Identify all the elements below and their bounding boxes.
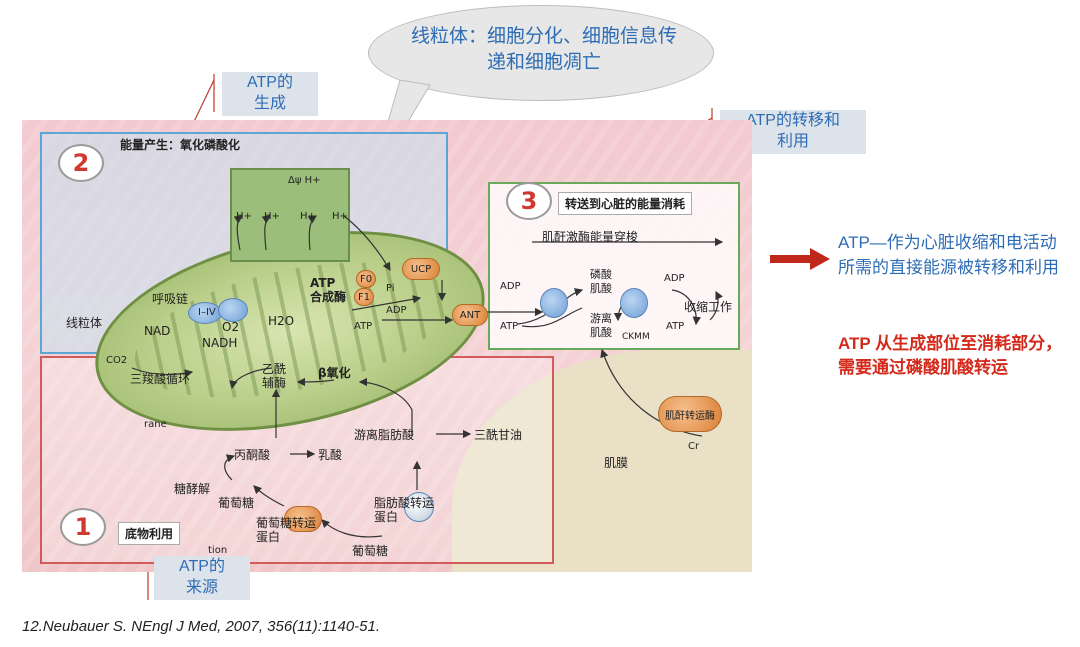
label-lactate: 乳酸: [318, 448, 343, 462]
label-glycolysis: 糖酵解: [174, 482, 211, 496]
label-ck-mm: CKMM: [622, 332, 650, 342]
label-contraction: 收缩工作: [684, 300, 733, 314]
label-pi: Pi: [386, 283, 395, 294]
glucose-transporter-protein: [284, 506, 322, 532]
label-mitochondrion: 线粒体: [66, 316, 103, 330]
label-fo: F0: [359, 273, 373, 285]
panel3-number: 3: [506, 182, 552, 220]
creatine-transporter-protein: 肌酐转运酶: [658, 396, 722, 432]
label-tca: 三羧酸循环: [130, 372, 191, 386]
note-creatine-transport: ATP 从生成部位至消耗部分，需要通过磷酸肌酸转运: [838, 334, 1063, 377]
label-glucose: 葡萄糖: [218, 496, 255, 510]
callout-atp-generation: ATP的 生成: [222, 72, 318, 116]
label-atp-synthase: ATP 合成酶: [310, 276, 347, 304]
pathway-arrows: [131, 215, 724, 538]
ck-enzyme-left: [540, 288, 568, 318]
label-free-fatty-acid: 游离脂肪酸: [354, 428, 415, 442]
label-adp-mito: ADP: [386, 305, 407, 316]
label-complex: I–IV: [198, 307, 216, 318]
callout-atp-source: ATP的 来源: [154, 556, 250, 600]
f1-subunit: F1: [354, 288, 374, 306]
label-free-creatine: 游离 肌酸: [590, 312, 612, 339]
note-atp-utilization: ATP—作为心脏收缩和电活动所需的直接能源被转移和利用: [838, 233, 1059, 277]
label-atp-mito: ATP: [354, 321, 373, 332]
label-phosphocreatine: 磷酸 肌酸: [590, 268, 612, 295]
label-adp-right: ADP: [664, 273, 685, 284]
label-h-plus-1: H+: [236, 211, 252, 222]
label-h-plus-3: H+: [300, 211, 316, 222]
label-tion-fragment: tion: [208, 545, 228, 556]
label-atp-right: ATP: [666, 321, 685, 332]
panel1-number: 1: [60, 508, 106, 546]
fatty-acid-transporter-protein: [404, 492, 434, 522]
label-ucp: UCP: [410, 263, 432, 275]
label-beta-oxidation: β氧化: [318, 366, 351, 380]
label-respiratory-chain: 呼吸链: [152, 292, 189, 306]
ant-protein: ANT: [452, 304, 488, 326]
complex-blob-2: [218, 298, 248, 322]
label-ant: ANT: [459, 309, 481, 321]
label-acetyl-coa: 乙酰 辅酶: [262, 362, 287, 390]
panel1-title: 底物利用: [118, 522, 181, 545]
membrane-inset: [230, 168, 350, 262]
label-fatty-acid-transporter: 脂肪酸转运 蛋白: [374, 496, 435, 524]
label-co2: CO2: [106, 355, 128, 366]
heart-energy-figure: 2 能量产生：氧化磷酸化 3 转送到心脏的能量消耗 1 底物利用: [22, 120, 752, 572]
label-atp-left: ATP: [500, 321, 519, 332]
label-pyruvate: 丙酮酸: [234, 448, 271, 462]
panel2-title: 能量产生：氧化磷酸化: [120, 138, 241, 152]
fo-subunit: F0: [356, 270, 376, 288]
label-o2: O2: [222, 320, 240, 334]
panel3-title: 转送到心脏的能量消耗: [558, 192, 693, 215]
label-h-plus-2: H+: [264, 211, 280, 222]
label-nad: NAD: [144, 324, 171, 338]
panel2-number: 2: [58, 144, 104, 182]
right-arrow-icon: [770, 248, 830, 270]
ck-enzyme-right: [620, 288, 648, 318]
label-glucose-transporter: 葡萄糖转运 蛋白: [256, 516, 317, 544]
label-nadh: NADH: [202, 336, 238, 350]
label-h2o: H2O: [268, 314, 295, 328]
label-adp-left: ADP: [500, 281, 521, 292]
label-membrane: 肌膜: [604, 456, 629, 470]
label-cr: Cr: [688, 441, 700, 452]
label-membrane-fragment: rane: [144, 419, 167, 430]
ucp-protein: UCP: [402, 258, 440, 280]
label-f1: F1: [357, 291, 371, 303]
label-creatine-shuttle: 肌酐激酶能量穿梭: [542, 230, 639, 244]
label-h-plus-4: H+: [332, 211, 348, 222]
label-creatine-transporter: 肌酐转运酶: [665, 410, 715, 422]
citation: 12.Neubauer S. NEngl J Med, 2007, 356(11…: [22, 618, 381, 635]
label-glucose-bottom: 葡萄糖: [352, 544, 389, 558]
label-triglyceride: 三酰甘油: [474, 428, 523, 442]
bubble-text: 线粒体：细胞分化、细胞信息传递和细胞凋亡: [410, 26, 677, 73]
label-delta-psi: Δψ H+: [288, 175, 321, 186]
